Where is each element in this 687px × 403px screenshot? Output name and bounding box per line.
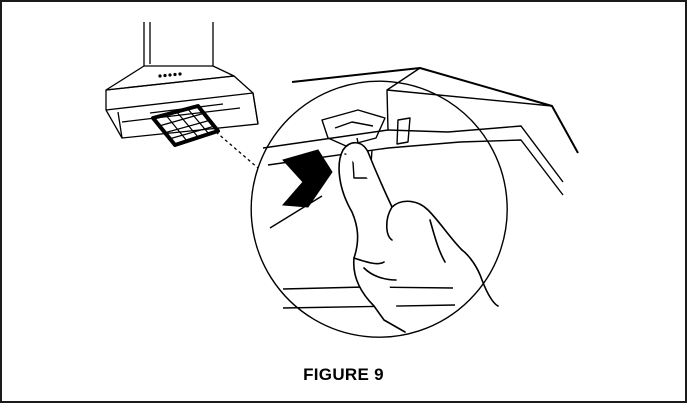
hood-control-buttons (158, 72, 182, 78)
range-hood-illustration (105, 22, 259, 139)
figure-caption: FIGURE 9 (303, 365, 384, 384)
pointing-hand-illustration (338, 141, 499, 333)
grease-filter-icon (151, 104, 220, 147)
leader-line (215, 131, 259, 169)
push-direction-arrow-icon (281, 149, 333, 208)
